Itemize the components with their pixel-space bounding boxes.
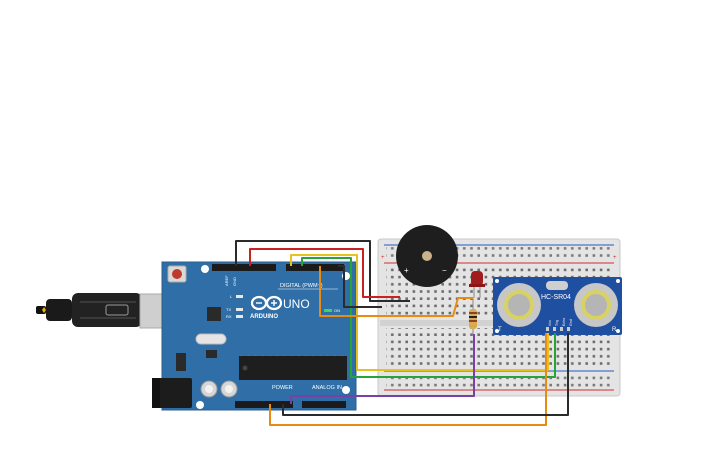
pin-echo[interactable]	[560, 327, 563, 331]
wire-yellow-trig[interactable]	[290, 254, 549, 371]
mount-hole	[196, 401, 204, 409]
on-label: ON	[334, 308, 340, 313]
on-led	[324, 309, 332, 312]
analog-in-label: ANALOG IN	[312, 385, 342, 391]
tx-led-label: TX	[226, 307, 231, 312]
wires	[235, 240, 569, 426]
wire-black-gnd-buzzer[interactable]	[235, 240, 410, 302]
wire-black-gnd-rail[interactable]	[338, 265, 382, 308]
mount-hole	[342, 386, 350, 394]
brand-label: ARDUINO	[250, 314, 278, 320]
pin-label-echo: Echo	[562, 318, 566, 326]
mount-hole	[201, 265, 209, 273]
wire-red-buzzer[interactable]	[249, 248, 400, 298]
crystal-oscillator	[546, 281, 568, 290]
resistor[interactable]	[469, 298, 477, 334]
buzzer-minus-label: −	[442, 266, 447, 275]
red-led[interactable]	[469, 271, 485, 298]
usb-chip	[207, 307, 221, 321]
pin-vcc[interactable]	[546, 327, 549, 331]
model-label: UNO	[283, 297, 310, 311]
wire-orange-led[interactable]	[319, 266, 473, 317]
transmitter-transducer	[497, 283, 541, 327]
usb-symbol-icon	[105, 304, 129, 316]
bottom-power-rail[interactable]	[386, 373, 612, 387]
wire-green-echo[interactable]	[301, 257, 556, 378]
arduino-logo-icon	[250, 295, 283, 311]
pin-gnd[interactable]	[567, 327, 570, 331]
digital-header-left[interactable]	[212, 264, 276, 271]
crystal	[195, 333, 227, 345]
receiver-transducer	[574, 283, 618, 327]
digital-header-right[interactable]	[286, 264, 344, 271]
pin-trig[interactable]	[553, 327, 556, 331]
digital-label: DIGITAL (PWM~)	[280, 283, 323, 289]
pin-label-vcc: Vcc	[548, 320, 552, 326]
buzzer-center	[422, 251, 432, 261]
reset-button-cap[interactable]	[172, 269, 182, 279]
gnd-pin-label: GND	[232, 277, 237, 286]
rx-led	[236, 315, 243, 318]
transmitter-label: T	[498, 327, 502, 333]
l-led-label: L	[230, 294, 233, 299]
dc-power-jack[interactable]	[152, 378, 192, 408]
l-led	[236, 295, 243, 298]
aref-pin-label: AREF	[224, 275, 229, 286]
pin-label-gnd: Gnd	[569, 319, 573, 326]
piezo-buzzer[interactable]: + −	[396, 225, 458, 287]
buzzer-plus-label: +	[404, 266, 409, 275]
arduino-board[interactable]: AREF GND DIGITAL (PWM~) ON L TX RX UNO A…	[161, 261, 357, 411]
wire-orange-5v[interactable]	[269, 333, 547, 426]
pin-label-trig: Trig	[555, 320, 559, 326]
power-header[interactable]	[235, 401, 293, 408]
wire-black-gnd-sensor[interactable]	[282, 333, 569, 416]
hc-sr04-sensor[interactable]: HC-SR04 T R Vcc Trig Echo Gnd	[493, 277, 622, 335]
atmega-chip	[239, 356, 347, 380]
power-label: POWER	[272, 385, 293, 391]
sensor-model-label: HC-SR04	[541, 294, 571, 301]
top-rail-plus-label-right: +	[613, 255, 617, 261]
receiver-label: R	[612, 327, 617, 333]
top-rail-plus-label: +	[381, 255, 385, 261]
rx-led-label: RX	[226, 314, 232, 319]
usb-cable-tip-icon	[42, 307, 46, 313]
tx-led	[236, 308, 243, 311]
wire-purple[interactable]	[290, 334, 475, 404]
regulator	[206, 350, 217, 358]
voltage-regulator	[176, 353, 186, 371]
analog-header[interactable]	[302, 401, 346, 408]
